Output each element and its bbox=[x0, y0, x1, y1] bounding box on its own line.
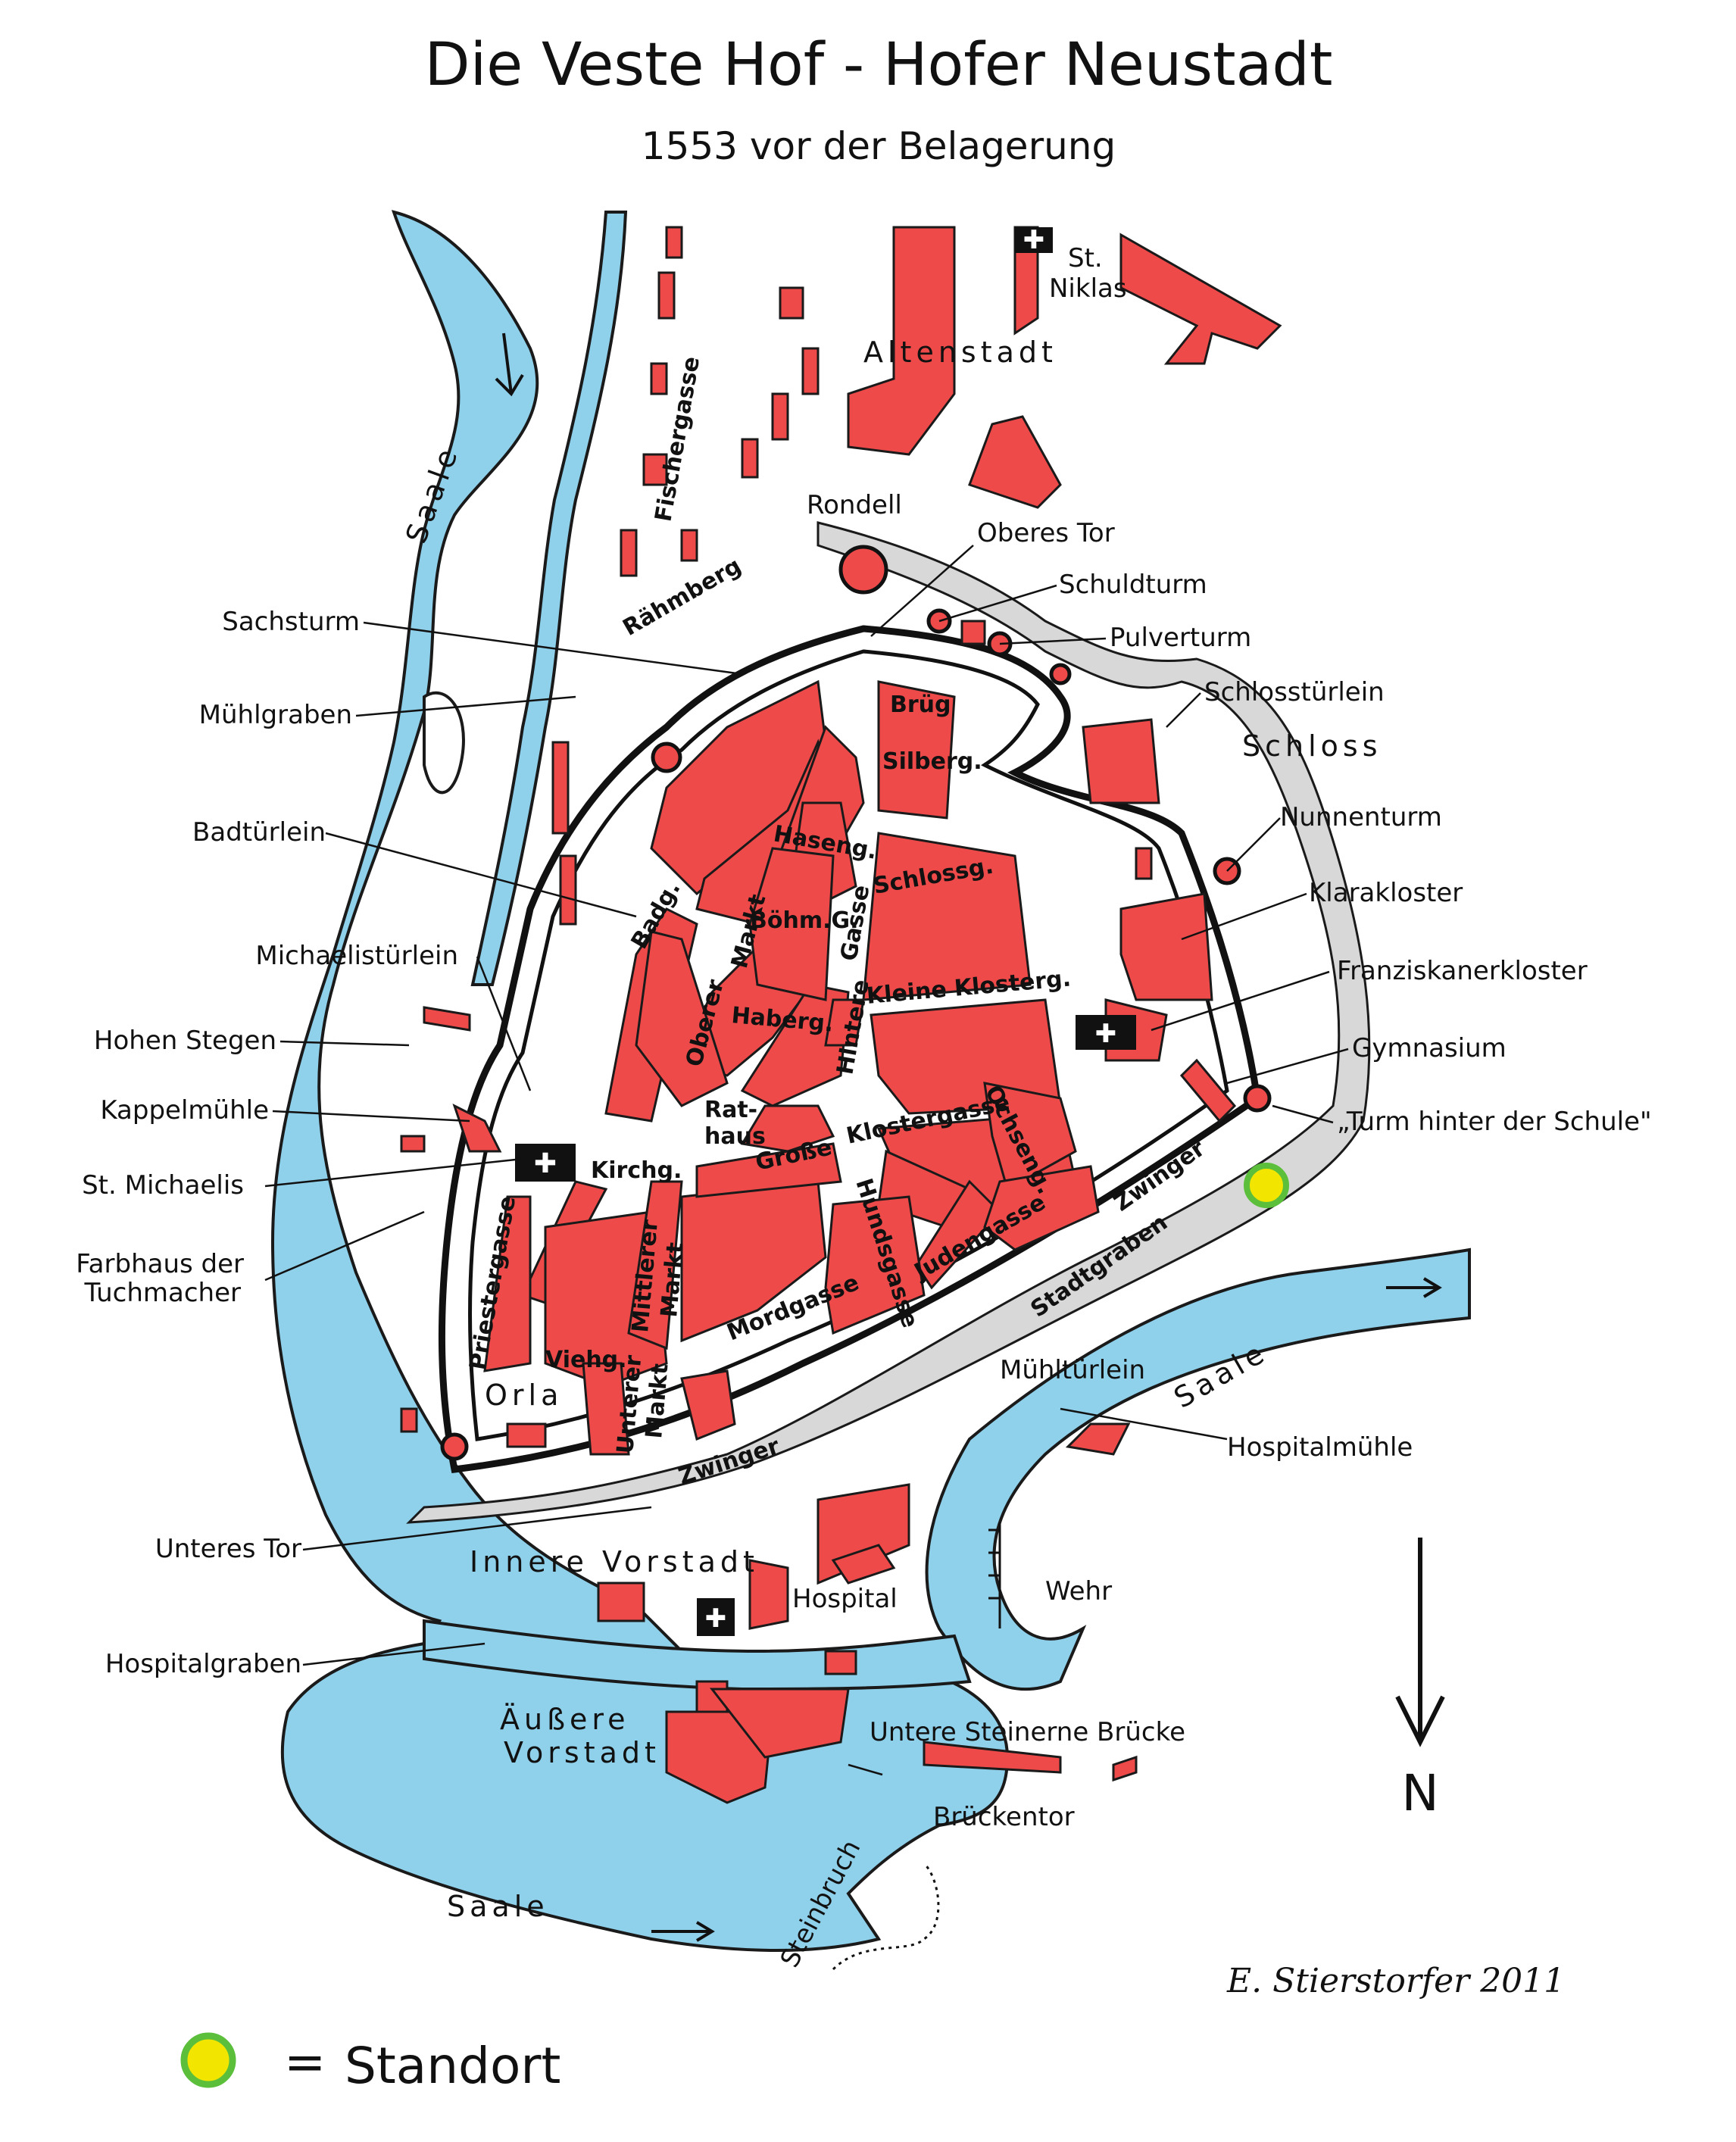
label-turm-hinter-der-schule: „Turm hinter der Schule" bbox=[1337, 1107, 1652, 1137]
label-muehltuerlein: Mühltürlein bbox=[1000, 1355, 1145, 1385]
label-schuldturm: Schuldturm bbox=[1059, 570, 1207, 600]
label-hospital: Hospital bbox=[792, 1584, 898, 1614]
label-hohen-stegen: Hohen Stegen bbox=[94, 1026, 276, 1056]
street-haus: haus bbox=[704, 1123, 766, 1150]
label-niklas: Niklas bbox=[1049, 273, 1127, 304]
label-nunnenturm: Nunnenturm bbox=[1280, 802, 1442, 832]
river-saale-east bbox=[925, 1247, 1471, 1691]
legend: = Standort bbox=[180, 2032, 560, 2095]
label-muehlgraben: Mühlgraben bbox=[199, 700, 352, 730]
river-island bbox=[423, 691, 465, 795]
label-schloss: Schloss bbox=[1242, 729, 1382, 763]
label-altenstadt: Altenstadt bbox=[863, 336, 1057, 369]
right-labels: Oberes Tor Schuldturm Pulverturm Schloss… bbox=[870, 518, 1652, 1832]
street-markt-2: Markt bbox=[656, 1241, 689, 1319]
map-subtitle: 1553 vor der Belagerung bbox=[642, 124, 1116, 168]
label-rondell: Rondell bbox=[807, 490, 902, 520]
label-franziskanerkloster: Franziskanerkloster bbox=[1337, 956, 1588, 986]
label-st: St. bbox=[1068, 243, 1103, 273]
street-kirchg: Kirchg. bbox=[591, 1157, 682, 1184]
north-label: N bbox=[1401, 1764, 1438, 1822]
street-raehmberg: Rähmberg bbox=[619, 553, 746, 642]
label-badtuerlein: Badtürlein bbox=[192, 817, 326, 848]
label-farbhaus-1: Farbhaus der bbox=[76, 1249, 244, 1279]
svg-text:✚: ✚ bbox=[705, 1603, 727, 1634]
legend-equals: = bbox=[284, 2033, 326, 2091]
label-untere-steinerne-bruecke: Untere Steinerne Brücke bbox=[870, 1717, 1185, 1747]
svg-text:✚: ✚ bbox=[534, 1148, 557, 1179]
leader-lines bbox=[264, 545, 1349, 1776]
label-unteres-tor: Unteres Tor bbox=[155, 1534, 301, 1564]
label-klarakloster: Klarakloster bbox=[1309, 878, 1463, 908]
svg-text:✚: ✚ bbox=[1095, 1019, 1117, 1049]
legend-marker bbox=[180, 2032, 236, 2088]
label-vorstadt: Vorstadt bbox=[504, 1736, 660, 1769]
svg-text:✚: ✚ bbox=[1023, 225, 1045, 255]
street-viehg: Viehg. bbox=[545, 1347, 627, 1373]
label-st-michaelis: St. Michaelis bbox=[82, 1170, 244, 1201]
street-boehm: Böhm.G. bbox=[750, 907, 859, 934]
street-zwinger-south: Zwinger bbox=[676, 1433, 783, 1491]
label-farbhaus-2: Tuchmacher bbox=[84, 1278, 242, 1308]
label-orla: Orla bbox=[485, 1379, 563, 1412]
legend-label: Standort bbox=[345, 2037, 560, 2095]
label-kappelmuehle: Kappelmühle bbox=[100, 1095, 269, 1126]
flow-arrows bbox=[495, 333, 1442, 1942]
map-title: Die Veste Hof - Hofer Neustadt bbox=[425, 31, 1333, 99]
label-hospitalgraben: Hospitalgraben bbox=[105, 1649, 301, 1679]
city-wall bbox=[438, 625, 1261, 1473]
label-sachsturm: Sachsturm bbox=[222, 607, 360, 637]
standort-marker bbox=[1244, 1163, 1289, 1208]
label-oberes-tor: Oberes Tor bbox=[977, 518, 1115, 548]
north-arrow bbox=[1395, 1538, 1445, 1747]
city-moat bbox=[406, 521, 1371, 1524]
street-markt-3: Markt bbox=[641, 1363, 674, 1440]
left-labels: Sachsturm Mühlgraben Badtürlein Michaeli… bbox=[76, 607, 458, 1679]
muehlgraben-channel bbox=[470, 211, 628, 986]
street-rat: Rat- bbox=[704, 1097, 757, 1123]
label-hospitalmuehle: Hospitalmühle bbox=[1227, 1432, 1413, 1463]
label-michaelistuerlein: Michaelistürlein bbox=[255, 941, 458, 971]
label-brueckentor: Brückentor bbox=[933, 1802, 1075, 1832]
label-gymnasium: Gymnasium bbox=[1352, 1033, 1507, 1063]
church-symbols: ✚ ✚ ✚ ✚ bbox=[515, 225, 1136, 1636]
weir bbox=[988, 1522, 1001, 1628]
label-wehr: Wehr bbox=[1045, 1576, 1112, 1606]
label-pulverturm: Pulverturm bbox=[1110, 623, 1251, 653]
street-bruug: Brüg bbox=[890, 692, 951, 718]
label-schlosstuerlein: Schlosstürlein bbox=[1204, 677, 1385, 707]
label-saale-south: Saale bbox=[447, 1890, 549, 1923]
label-innere-vorstadt: Innere Vorstadt bbox=[470, 1545, 759, 1578]
label-aeussere: Äußere bbox=[500, 1703, 630, 1736]
street-silberg: Silberg. bbox=[882, 748, 982, 775]
signature: E. Stierstorfer 2011 bbox=[1226, 1962, 1565, 2000]
city-blocks bbox=[400, 226, 1282, 1804]
